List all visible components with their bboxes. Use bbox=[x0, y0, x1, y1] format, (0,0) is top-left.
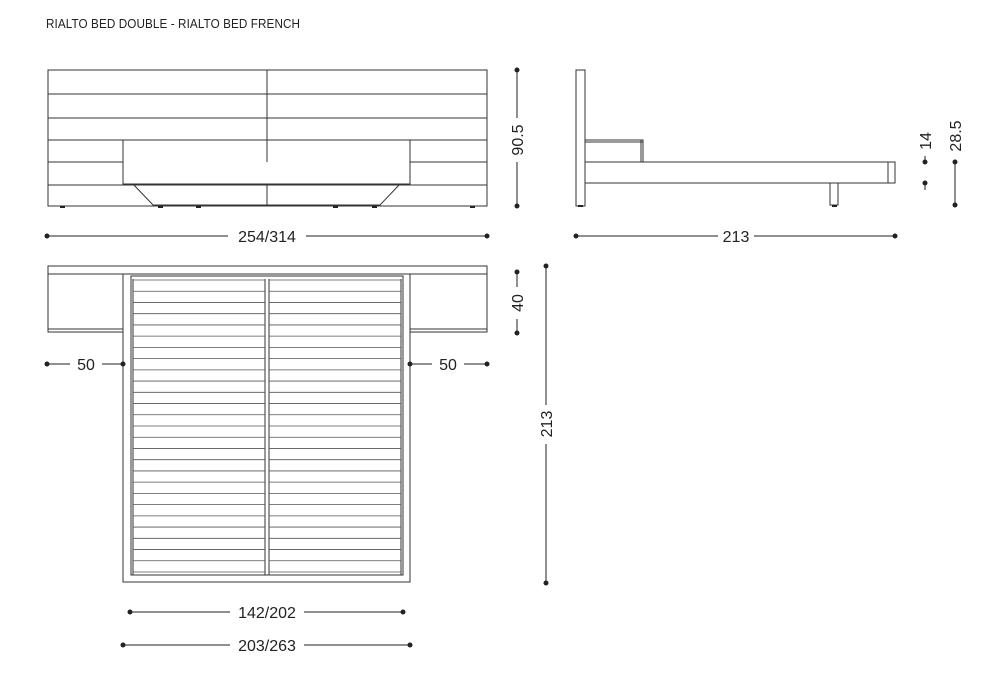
front-width-label: 254/314 bbox=[238, 229, 296, 246]
mattress-width-dimension: 142/202 bbox=[127, 605, 406, 622]
front-height-label: 90.5 bbox=[510, 124, 527, 155]
nightstand-left-dimension: 50 bbox=[44, 357, 126, 374]
side-view bbox=[575, 69, 896, 207]
front-height-dimension: 90.5 bbox=[510, 67, 527, 209]
nightstand-depth-dimension: 40 bbox=[510, 269, 527, 336]
side-total-height-label: 28.5 bbox=[948, 120, 965, 151]
side-total-height-dimension: 28.5 bbox=[948, 120, 965, 208]
nightstand-depth-label: 40 bbox=[510, 294, 527, 312]
mattress-width-label: 142/202 bbox=[238, 605, 296, 622]
bed-slats bbox=[133, 279, 401, 573]
side-frame-height-dimension: 14 bbox=[918, 132, 935, 190]
drawing-title: RIALTO BED DOUBLE - RIALTO BED FRENCH bbox=[46, 16, 301, 31]
frame-width-dimension: 203/263 bbox=[120, 638, 413, 655]
front-width-dimension: 254/314 bbox=[44, 229, 490, 246]
top-length-label: 213 bbox=[539, 411, 556, 438]
nightstand-right-dimension: 50 bbox=[407, 357, 490, 374]
frame-width-label: 203/263 bbox=[238, 638, 296, 655]
side-length-dimension: 213 bbox=[573, 229, 898, 246]
side-length-label: 213 bbox=[723, 229, 750, 246]
top-view bbox=[47, 265, 488, 583]
top-length-dimension: 213 bbox=[539, 263, 556, 586]
side-frame-height-label: 14 bbox=[918, 132, 935, 150]
front-view bbox=[47, 69, 488, 208]
nightstand-left-label: 50 bbox=[77, 357, 95, 374]
nightstand-right-label: 50 bbox=[439, 357, 457, 374]
